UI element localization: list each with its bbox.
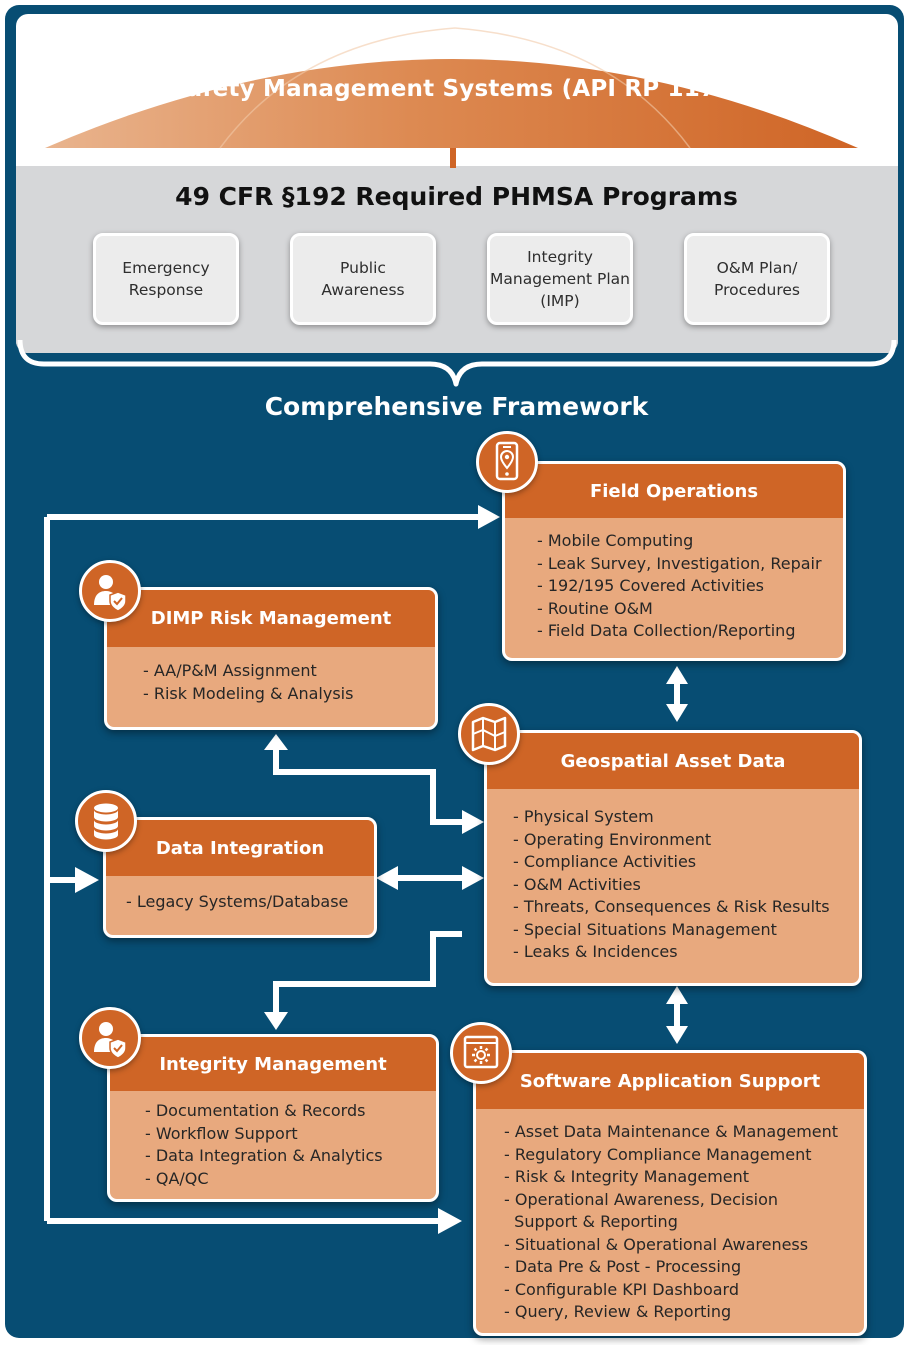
umbrella-graphic xyxy=(45,27,858,168)
list-item: - Asset Data Maintenance & Management xyxy=(504,1122,839,1141)
list-item: - QA/QC xyxy=(145,1168,209,1188)
list-item: - Compliance Activities xyxy=(513,852,697,871)
list-item: - Operational Awareness, Decision xyxy=(504,1189,779,1209)
program-om-plan: O&M Plan/ Procedures xyxy=(684,233,830,325)
list-item: Support & Reporting xyxy=(504,1212,678,1231)
card-integrity-management: Integrity Management - Documentation & R… xyxy=(107,1034,439,1202)
list-item: - 192/195 Covered Activities xyxy=(537,576,764,595)
card-title: Field Operations xyxy=(505,464,843,518)
list-item: - Risk & Integrity Management xyxy=(504,1167,750,1186)
list-item: - Threats, Consequences & Risk Results xyxy=(513,897,830,916)
card-title: Data Integration xyxy=(106,820,374,876)
list-item: - Physical System xyxy=(513,807,654,826)
list-item: - Risk Modeling & Analysis xyxy=(143,683,354,703)
list-item: - Configurable KPI Dashboard xyxy=(504,1279,739,1299)
card-field-operations: Field Operations - Mobile Computing - Le… xyxy=(502,461,846,661)
program-public-awareness: Public Awareness xyxy=(290,233,436,325)
mobile-location-icon xyxy=(476,431,538,493)
brace-connector xyxy=(17,340,897,387)
list-item: - Regulatory Compliance Management xyxy=(504,1144,812,1164)
card-title: DIMP Risk Management xyxy=(107,590,435,647)
card-geospatial-asset-data: Geospatial Asset Data - Physical System … xyxy=(484,730,862,986)
card-data-integration: Data Integration - Legacy Systems/Databa… xyxy=(103,817,377,938)
program-emergency-response: Emergency Response xyxy=(93,233,239,325)
programs-heading: 49 CFR §192 Required PHMSA Programs xyxy=(175,182,738,211)
list-item: - Situational & Operational Awareness xyxy=(504,1234,809,1254)
card-software-application-support: Software Application Support - Asset Dat… xyxy=(473,1050,867,1336)
user-shield-icon xyxy=(79,560,141,622)
list-item: - Mobile Computing xyxy=(537,531,694,550)
list-item: - Legacy Systems/Database xyxy=(126,892,349,911)
map-icon xyxy=(458,703,520,765)
list-item: - Field Data Collection/Reporting xyxy=(537,621,796,640)
list-item: - Leaks & Incidences xyxy=(513,942,678,961)
program-integrity-management-plan: Integrity Management Plan (IMP) xyxy=(487,233,633,325)
list-item: - Data Pre & Post - Processing xyxy=(504,1257,742,1276)
user-shield-icon xyxy=(79,1007,141,1069)
database-icon xyxy=(75,790,137,852)
card-dimp-risk-management: DIMP Risk Management - AA/P&M Assignment… xyxy=(104,587,438,730)
list-item: - O&M Activities xyxy=(513,874,641,894)
list-item: - Leak Survey, Investigation, Repair xyxy=(537,553,822,573)
list-item: - AA/P&M Assignment xyxy=(143,661,317,680)
card-title: Software Application Support xyxy=(476,1053,864,1109)
list-item: - Data Integration & Analytics xyxy=(145,1146,383,1165)
list-item: - Special Situations Management xyxy=(513,919,777,939)
card-title: Integrity Management xyxy=(110,1037,436,1091)
list-item: - Operating Environment xyxy=(513,829,712,849)
list-item: - Routine O&M xyxy=(537,598,653,618)
list-item: - Query, Review & Reporting xyxy=(504,1302,732,1321)
list-item: - Documentation & Records xyxy=(145,1101,366,1120)
framework-title: Comprehensive Framework xyxy=(264,392,649,421)
card-title: Geospatial Asset Data xyxy=(487,733,859,789)
app-gear-icon xyxy=(450,1022,512,1084)
list-item: - Workflow Support xyxy=(145,1123,298,1143)
umbrella-title: Safety Management Systems (API RP 1173) xyxy=(169,76,744,102)
